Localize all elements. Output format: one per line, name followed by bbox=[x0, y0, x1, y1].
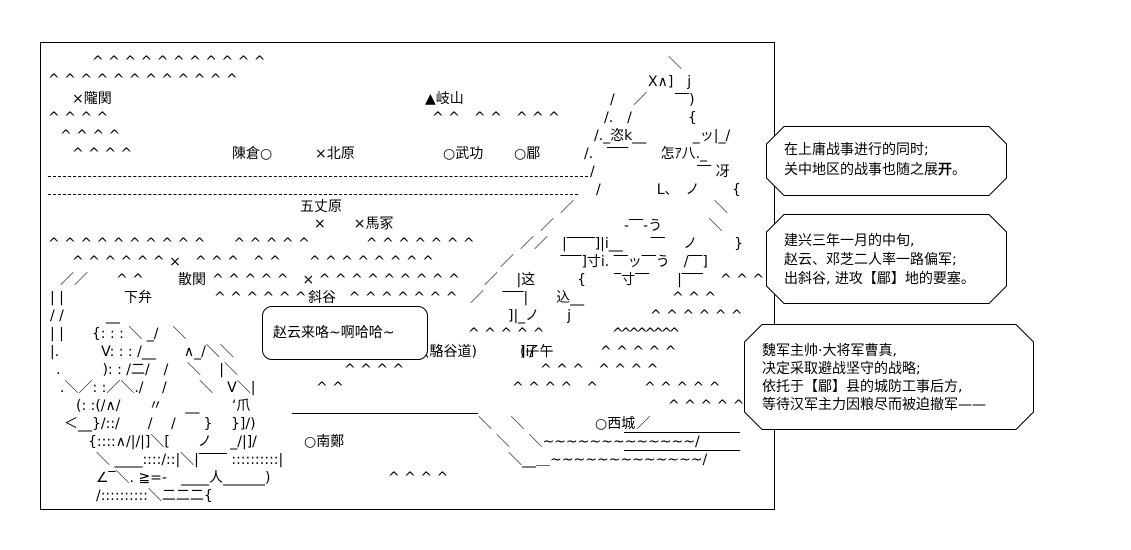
road-curve: ＼ ＼ ／ bbox=[478, 416, 651, 432]
caption-frame bbox=[744, 324, 1034, 430]
boundary-line bbox=[48, 176, 588, 177]
road-line bbox=[624, 450, 740, 451]
place-majia: × ×馬冢 bbox=[314, 216, 394, 232]
caption-line: 出斜谷, 进攻【郿】地的要塞。 bbox=[784, 271, 975, 287]
caption-box-1: 在上庸战事进行的同时; 关中地区的战事也随之展开。 bbox=[766, 126, 1007, 196]
caption-box-3: 魏军主帅·大将军曹真, 决定采取避战坚守的战略; 依托于【郿】县的城防工事后方,… bbox=[744, 324, 1034, 430]
caption-line: 建兴三年一月的中旬, bbox=[784, 233, 915, 249]
emphasis-text: 开 bbox=[938, 162, 952, 178]
place-xiegu: 斜谷 bbox=[308, 290, 336, 306]
place-xiabian: 下弁 bbox=[124, 290, 152, 306]
caption-box-2: 建兴三年一月的中旬, 赵云、邓芝二人率一路偏军; 出斜谷, 进攻【郿】地的要塞。 bbox=[766, 214, 1007, 304]
caption-line: 关中地区的战事也随之展开。 bbox=[784, 162, 966, 178]
caption-frame bbox=[766, 126, 1007, 196]
place-wugong: ○武功 bbox=[443, 146, 484, 162]
place-sanguan: 散関 bbox=[178, 272, 206, 288]
speech-bubble: 赵云来咯~啊哈哈~ bbox=[262, 306, 428, 360]
place-qishan: ▲岐山 bbox=[425, 91, 464, 107]
caption-line: 依托于【郿】县的城防工事后方, bbox=[762, 379, 963, 395]
place-beiyuan: ×北原 bbox=[315, 146, 355, 162]
speech-text: 赵云来咯~啊哈哈~ bbox=[273, 325, 395, 341]
road-line bbox=[292, 413, 478, 414]
place-suiguan: ×隴関 bbox=[72, 91, 112, 107]
place-nanzheng: ○南鄭 bbox=[304, 434, 345, 450]
place-wuzhangyuan: 五丈原 bbox=[300, 199, 342, 215]
caption-line: 等待汉军主力因粮尽而被迫撤军—— bbox=[762, 397, 986, 413]
road-curve: ＼__＿~~~~~~~~~~~~~/ bbox=[508, 452, 708, 468]
caption-line: 在上庸战事进行的同时; bbox=[784, 142, 929, 158]
road-curve: ＼ ＼~~~~~~~~~~~~~/ bbox=[496, 434, 700, 450]
caption-frame bbox=[766, 214, 1007, 304]
place-xicheng: ○西城 bbox=[595, 416, 636, 432]
place-luogudao: (駱谷道) bbox=[424, 344, 477, 360]
place-ziwu: (子午 bbox=[520, 344, 554, 360]
caption-line: 赵云、邓芝二人率一路偏军; bbox=[784, 252, 957, 268]
boundary-line bbox=[48, 194, 578, 195]
place-chencang: 陳倉○ bbox=[232, 146, 273, 162]
caption-line: 魏军主帅·大将军曹真, bbox=[762, 343, 897, 359]
place-mei: ○郿 bbox=[514, 146, 541, 162]
road-line bbox=[624, 432, 740, 433]
caption-line: 决定采取避战坚守的战略; bbox=[762, 361, 921, 377]
